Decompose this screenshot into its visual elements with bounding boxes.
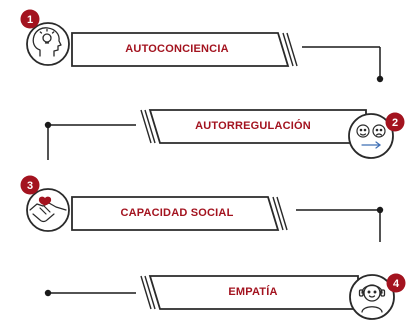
step-4: 4 [44,273,406,320]
step-4-badge [386,273,406,293]
step-2: 2 [44,109,405,160]
step-3-connector-dot [376,206,384,214]
step-2-banner-stripe [140,109,152,144]
step-3: 3 [20,175,384,242]
step-2-banner-stripe [144,109,156,144]
step-3-badge [20,175,40,195]
step-4-number: 4 [393,278,400,290]
step-2-icon-circle [348,113,394,159]
step-1-connector-dot [376,75,384,83]
step-1-badge [20,9,40,29]
step-2-badge [385,112,405,132]
step-1: 1 [20,9,384,83]
emotion-faces-icon [356,124,386,149]
step-4-banner-stripe [144,275,156,310]
step-1-banner-stripe [282,32,294,67]
head-lightbulb-icon [32,27,62,57]
step-2-number: 2 [392,117,398,129]
step-4-connector-dot [44,289,52,297]
step-4-label: EMPATÍA [228,286,278,298]
handshake-icon [29,196,67,223]
person-headset-icon [358,284,386,313]
step-1-number: 1 [27,14,33,26]
step-3-banner-stripe [272,196,284,231]
step-3-banner-stripe [276,196,288,231]
step-2-label: AUTORREGULACIÓN [195,120,311,132]
step-1-banner [71,32,290,67]
step-1-banner-stripe [286,32,298,67]
step-1-label: AUTOCONCIENCIA [125,43,229,55]
step-4-banner-stripe [140,275,152,310]
step-1-icon-circle [26,22,70,66]
step-3-number: 3 [27,180,33,192]
step-3-banner [71,196,280,231]
step-3-label: CAPACIDAD SOCIAL [120,207,234,219]
step-2-connector-dot [44,121,52,129]
